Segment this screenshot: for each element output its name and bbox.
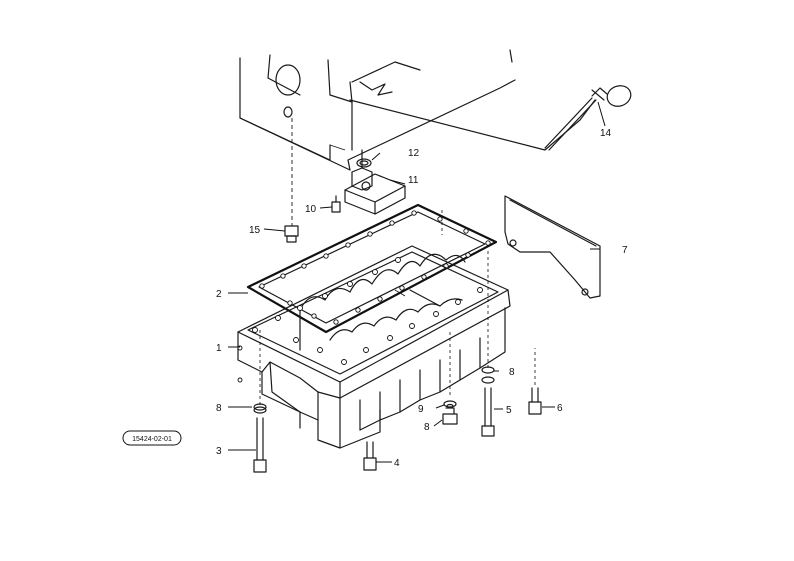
callout-labels: 12 11 10 15 14 2 1 7 8 3 4 9 8 8 5 6 xyxy=(216,128,628,469)
callout-15: 15 xyxy=(249,225,261,236)
bolt-short xyxy=(528,387,542,415)
callout-10: 9 xyxy=(418,404,424,415)
callout-12: 10 xyxy=(305,204,317,215)
washer-left xyxy=(253,403,267,414)
oil-strainer-bracket xyxy=(344,149,406,215)
plug xyxy=(284,118,299,243)
washer-right xyxy=(481,366,495,384)
bolt-center xyxy=(363,441,377,471)
callout-8-right: 8 xyxy=(509,367,515,378)
o-ring xyxy=(356,158,372,168)
callout-4: 4 xyxy=(394,458,400,469)
side-cover-plate xyxy=(504,195,601,299)
bracket-bolt xyxy=(331,195,341,213)
callout-8-left: 8 xyxy=(216,403,222,414)
callout-6: 6 xyxy=(557,403,563,414)
callout-5: 5 xyxy=(506,405,512,416)
callout-1: 1 xyxy=(216,343,222,354)
assembly-lines xyxy=(259,210,536,405)
reference-code: 15424-02-01 xyxy=(132,436,172,443)
leader-lines xyxy=(228,101,606,463)
callout-9: 8 xyxy=(424,422,430,433)
callout-3: 3 xyxy=(216,446,222,457)
bolt-long-left xyxy=(253,417,267,473)
oil-pan xyxy=(237,245,511,449)
drain-plug xyxy=(442,407,458,425)
callout-13: 12 xyxy=(408,148,420,159)
callout-11: 11 xyxy=(408,175,419,186)
dipstick xyxy=(544,85,632,151)
drain-washer xyxy=(443,400,457,409)
callout-14: 14 xyxy=(600,128,612,139)
reference-code-badge: 15424-02-01 xyxy=(122,430,182,446)
callout-2: 2 xyxy=(216,289,222,300)
bolt-long-right xyxy=(481,387,495,437)
callout-7: 7 xyxy=(622,245,628,256)
